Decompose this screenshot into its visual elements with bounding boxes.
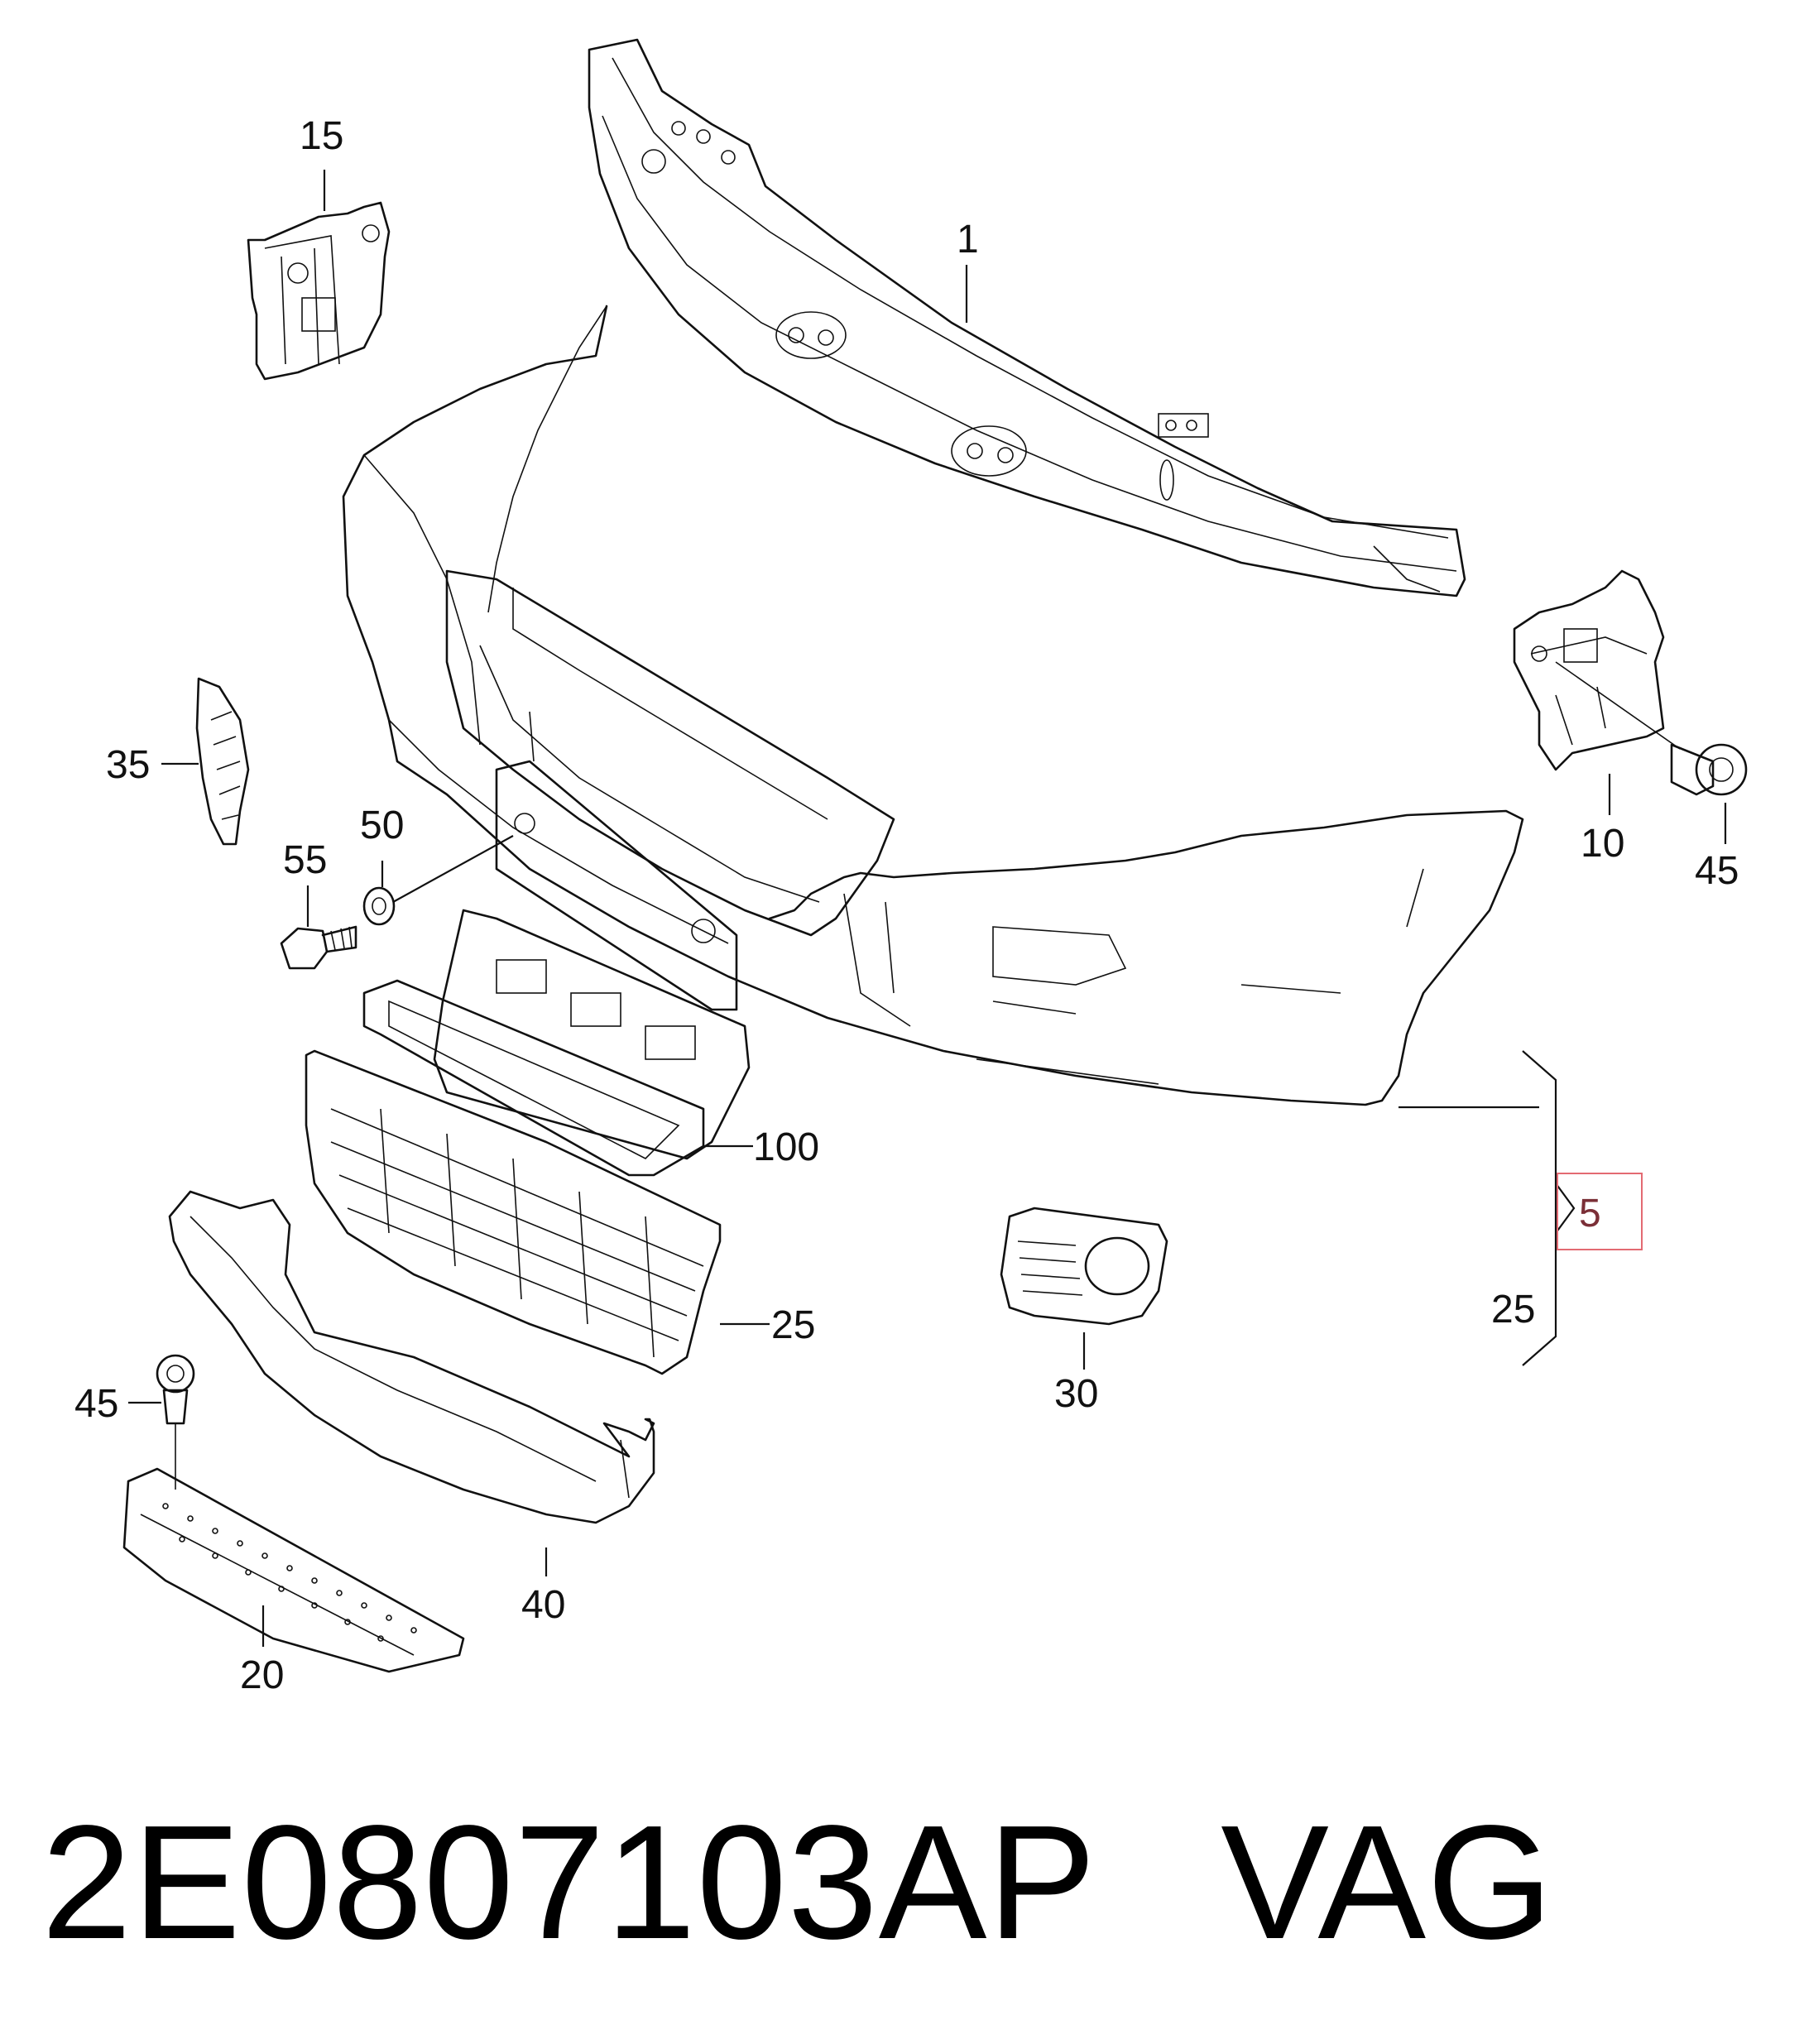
bracket-5-arrow [1555,1183,1576,1234]
bumper-cover-part [342,305,1524,1106]
callout-10: 10 [1581,822,1624,866]
right-guide-bracket-part [1513,569,1665,771]
leader-lines [128,170,1727,1647]
washer-part [362,886,396,926]
callout-25-right: 25 [1491,1288,1535,1331]
callout-40: 40 [521,1583,565,1627]
callout-50: 50 [360,804,404,847]
brand-name: VAG [1221,1792,1554,1973]
fog-light-grille-part [1000,1207,1168,1326]
callout-55: 55 [283,838,327,882]
left-guide-bracket-part [247,201,391,381]
right-screw-part [1555,661,1748,796]
callout-15: 15 [300,114,343,158]
highlight-box [1557,1173,1643,1250]
lower-spoiler-part [168,1190,655,1524]
callout-35: 35 [106,743,150,787]
callout-25-grille: 25 [771,1303,815,1347]
callout-45-right: 45 [1695,849,1739,893]
bracket-5 [1522,1050,1557,1366]
callout-100: 100 [753,1125,819,1169]
left-screw-part [156,1354,195,1490]
callout-20: 20 [240,1653,284,1697]
lower-grille-part [305,1049,722,1375]
license-plate-holder-part [362,909,751,1177]
callout-30: 30 [1054,1372,1098,1416]
callout-45-left: 45 [74,1382,118,1426]
underbody-panel-part [122,1467,465,1673]
callout-1: 1 [957,218,979,261]
leader-50b [392,835,514,903]
callout-labels: 1 15 35 50 55 100 25 45 40 20 30 5 25 10… [74,114,1739,1697]
callout-5: 5 [1579,1192,1601,1236]
bolt-part [280,925,357,970]
part-number: 2E0807103AP [41,1792,1097,1973]
part-number-footer: 2E0807103AP VAG [41,1787,1554,1978]
grille-side-piece-part [195,677,250,846]
bumper-reinforcement-part [588,38,1466,597]
